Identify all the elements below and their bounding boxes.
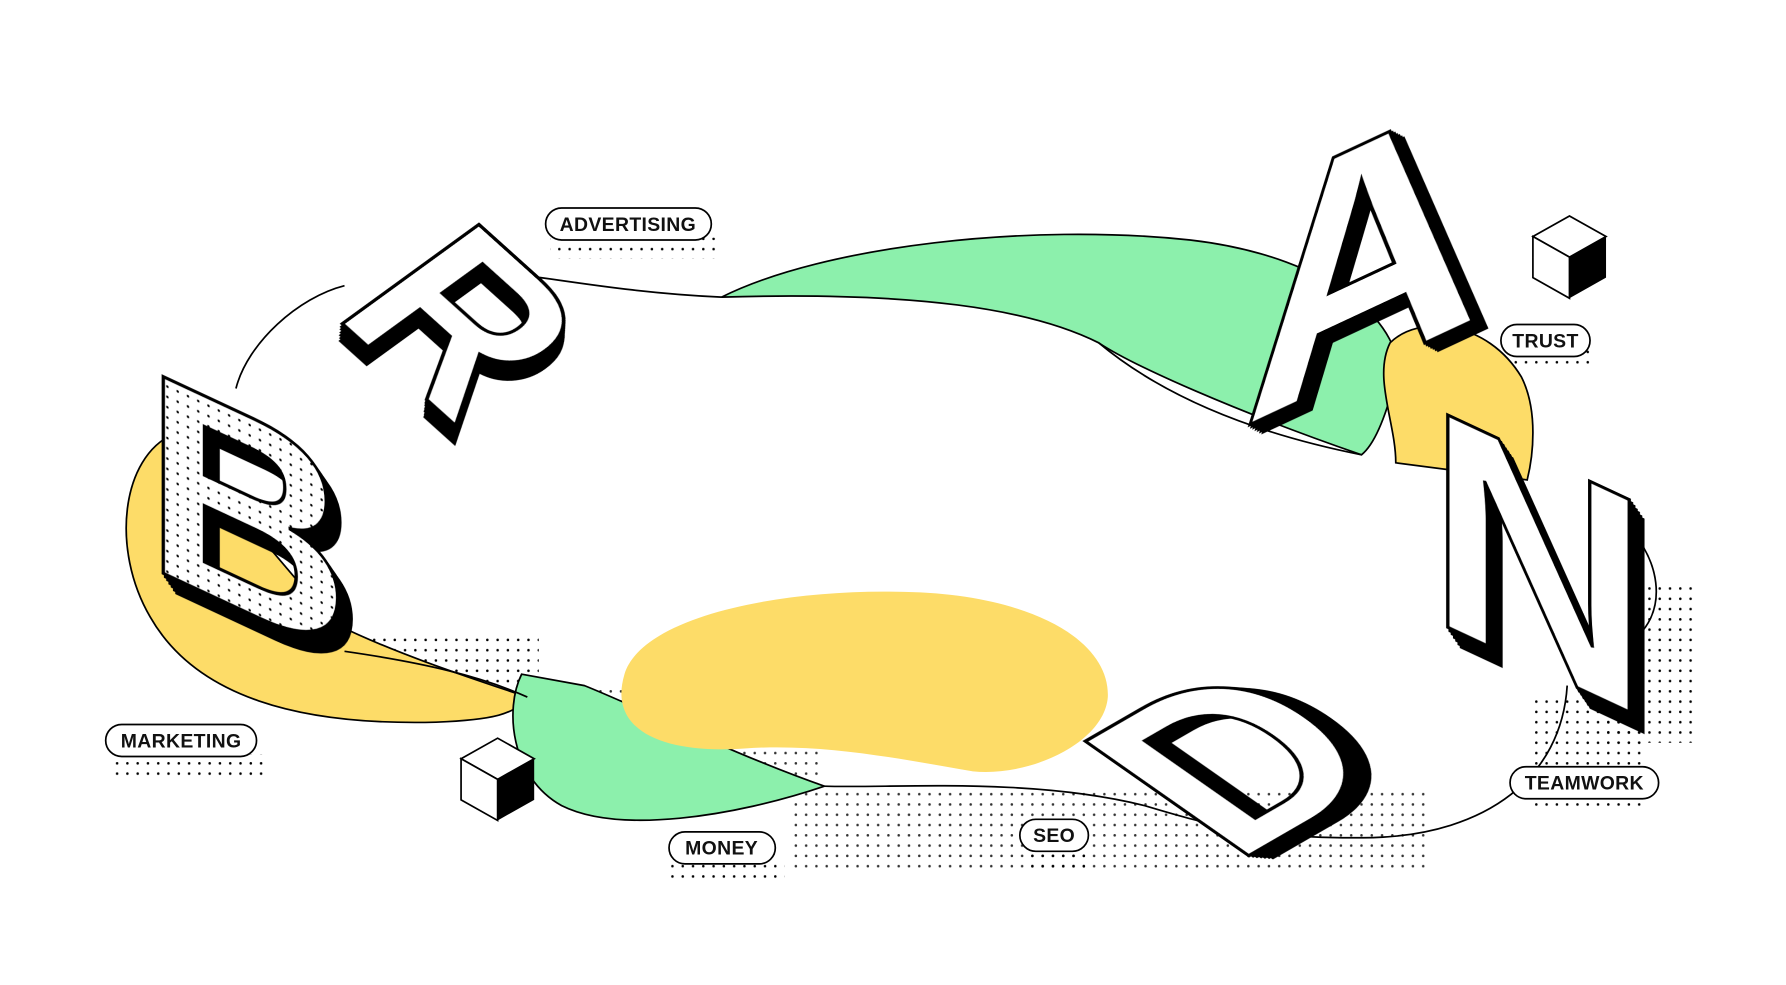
letter-n: N (1427, 338, 1650, 787)
tag-label: TRUST (1512, 330, 1578, 352)
green-blob-top (721, 233, 1398, 456)
tag-label: MONEY (685, 838, 758, 860)
tag-label: TEAMWORK (1525, 773, 1644, 795)
tag-marketing: MARKETING (104, 723, 258, 758)
tag-trust: TRUST (1500, 323, 1591, 358)
cube-icon (459, 737, 536, 822)
blobs (125, 233, 1658, 839)
outline-path (235, 269, 1658, 839)
tag-label: MARKETING (121, 730, 242, 752)
tag-advertising: ADVERTISING (544, 207, 713, 241)
cube-icon (1531, 214, 1608, 300)
yellow-blob-right (1382, 325, 1534, 481)
tag-seo: SEO (1018, 818, 1090, 853)
tag-teamwork: TEAMWORK (1509, 765, 1660, 800)
tag-money: MONEY (668, 831, 777, 865)
yellow-blob-center (621, 591, 1108, 772)
tag-label: ADVERTISING (560, 214, 696, 236)
tag-label: SEO (1033, 825, 1075, 847)
